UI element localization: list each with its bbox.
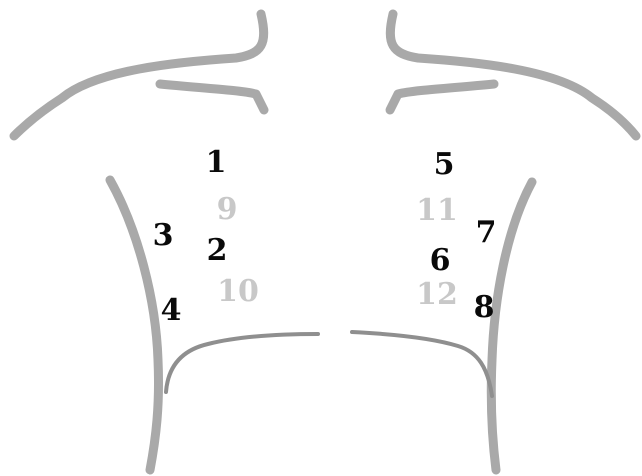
- point-label-7: 7: [476, 218, 497, 248]
- point-label-11: 11: [416, 196, 458, 226]
- right-diaphragm-line: [352, 332, 492, 396]
- left-diaphragm-line: [166, 334, 318, 392]
- right-flank-line: [491, 182, 532, 470]
- right-clavicle-line: [390, 84, 494, 110]
- left-flank-line: [110, 180, 159, 470]
- point-label-4: 4: [161, 296, 182, 326]
- point-label-2: 2: [207, 236, 228, 266]
- right-neck-shoulder-line: [390, 14, 636, 136]
- point-label-8: 8: [474, 293, 495, 323]
- point-label-10: 10: [217, 277, 259, 307]
- point-label-1: 1: [206, 148, 227, 178]
- point-label-12: 12: [416, 280, 458, 310]
- left-neck-shoulder-line: [14, 14, 264, 136]
- point-label-3: 3: [153, 221, 174, 251]
- point-label-6: 6: [430, 246, 451, 276]
- left-clavicle-line: [160, 84, 264, 110]
- point-label-5: 5: [434, 150, 455, 180]
- point-label-9: 9: [217, 195, 238, 225]
